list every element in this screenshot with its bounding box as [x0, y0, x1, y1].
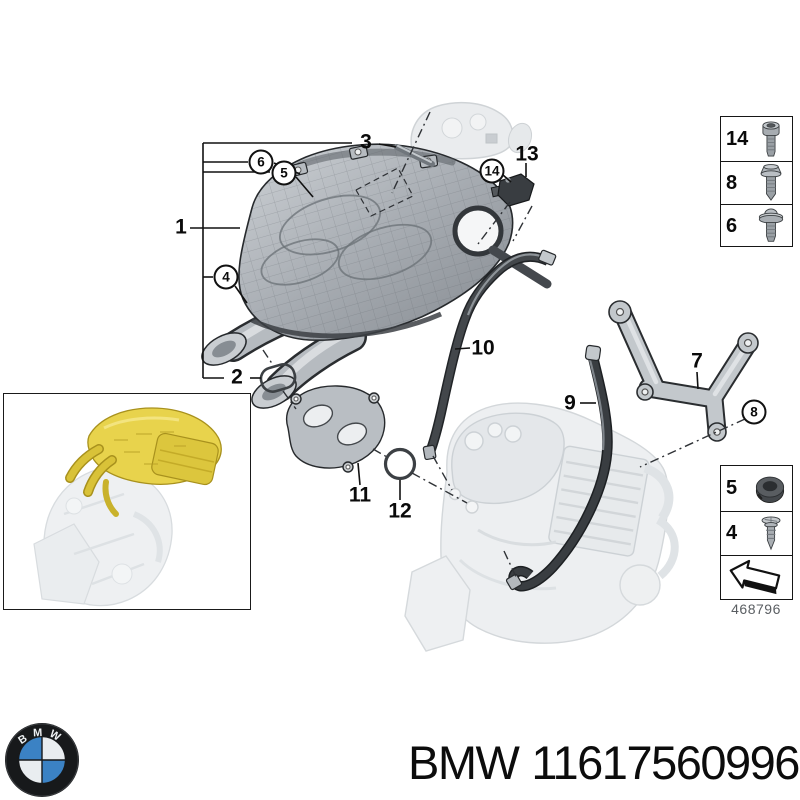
callout-7: 7 [691, 349, 703, 373]
inset-ghost-engine [33, 468, 173, 607]
legend-item-4: 4 [721, 510, 792, 556]
callout-8: 8 [741, 399, 767, 425]
callout-12: 12 [388, 499, 412, 523]
direction-arrow-icon [727, 557, 787, 599]
callout-4: 4 [213, 264, 239, 290]
fastener-legend-bottom: 5 4 [720, 465, 793, 600]
callout-11: 11 [348, 483, 372, 507]
intake-manifold-part [201, 143, 552, 409]
drawing-number: 468796 [731, 601, 781, 617]
callout-9: 9 [564, 391, 576, 415]
seal-rod-part [394, 144, 435, 167]
adapter-flange-part [286, 385, 386, 473]
callout-2: 2 [231, 365, 243, 389]
vent-hose-part-9 [505, 344, 613, 592]
socket-head-screw-icon [753, 119, 789, 159]
location-inset [3, 393, 251, 610]
legend-label: 8 [726, 171, 738, 194]
callout-5: 5 [271, 160, 297, 186]
legend-label: 6 [726, 215, 738, 238]
location-inset-art [33, 407, 222, 607]
callout-3: 3 [360, 130, 372, 154]
vent-hose-part-10 [422, 249, 557, 461]
legend-label: 5 [726, 477, 738, 500]
rubber-grommet-icon [751, 468, 789, 508]
callout-6: 6 [248, 149, 274, 175]
callout-10: 10 [471, 336, 495, 360]
ghost-engine-block [404, 402, 679, 652]
gasket-ring-part [259, 363, 297, 393]
legend-item-14: 14 [721, 117, 792, 161]
hex-flange-bolt-icon [753, 163, 789, 203]
legend-label: 4 [726, 522, 738, 545]
callout-1: 1 [175, 215, 187, 239]
inset-highlighted-manifold [65, 407, 222, 517]
callout-14: 14 [479, 158, 505, 184]
fastener-legend-top: 14 8 [720, 116, 793, 247]
legend-label: 14 [726, 127, 749, 150]
legend-item-8: 8 [721, 160, 792, 205]
bmw-roundel-icon: BMW [5, 723, 79, 797]
part-number-text: 11617560996 [531, 736, 800, 789]
locating-dash-lines [262, 111, 746, 580]
o-ring-part [383, 447, 417, 481]
expansion-rivet-icon [753, 513, 789, 553]
legend-item-6: 6 [721, 204, 792, 248]
map-sensor-part [490, 173, 535, 207]
parts-diagram-canvas [190, 101, 759, 652]
support-bracket-part [608, 300, 759, 442]
legend-item-5: 5 [721, 466, 792, 511]
legend-item-arrow [721, 555, 792, 600]
callout-13: 13 [515, 142, 539, 166]
ghost-engine-top [410, 101, 533, 160]
brand-text: BMW [408, 736, 520, 789]
flanged-screw-icon [753, 206, 789, 246]
